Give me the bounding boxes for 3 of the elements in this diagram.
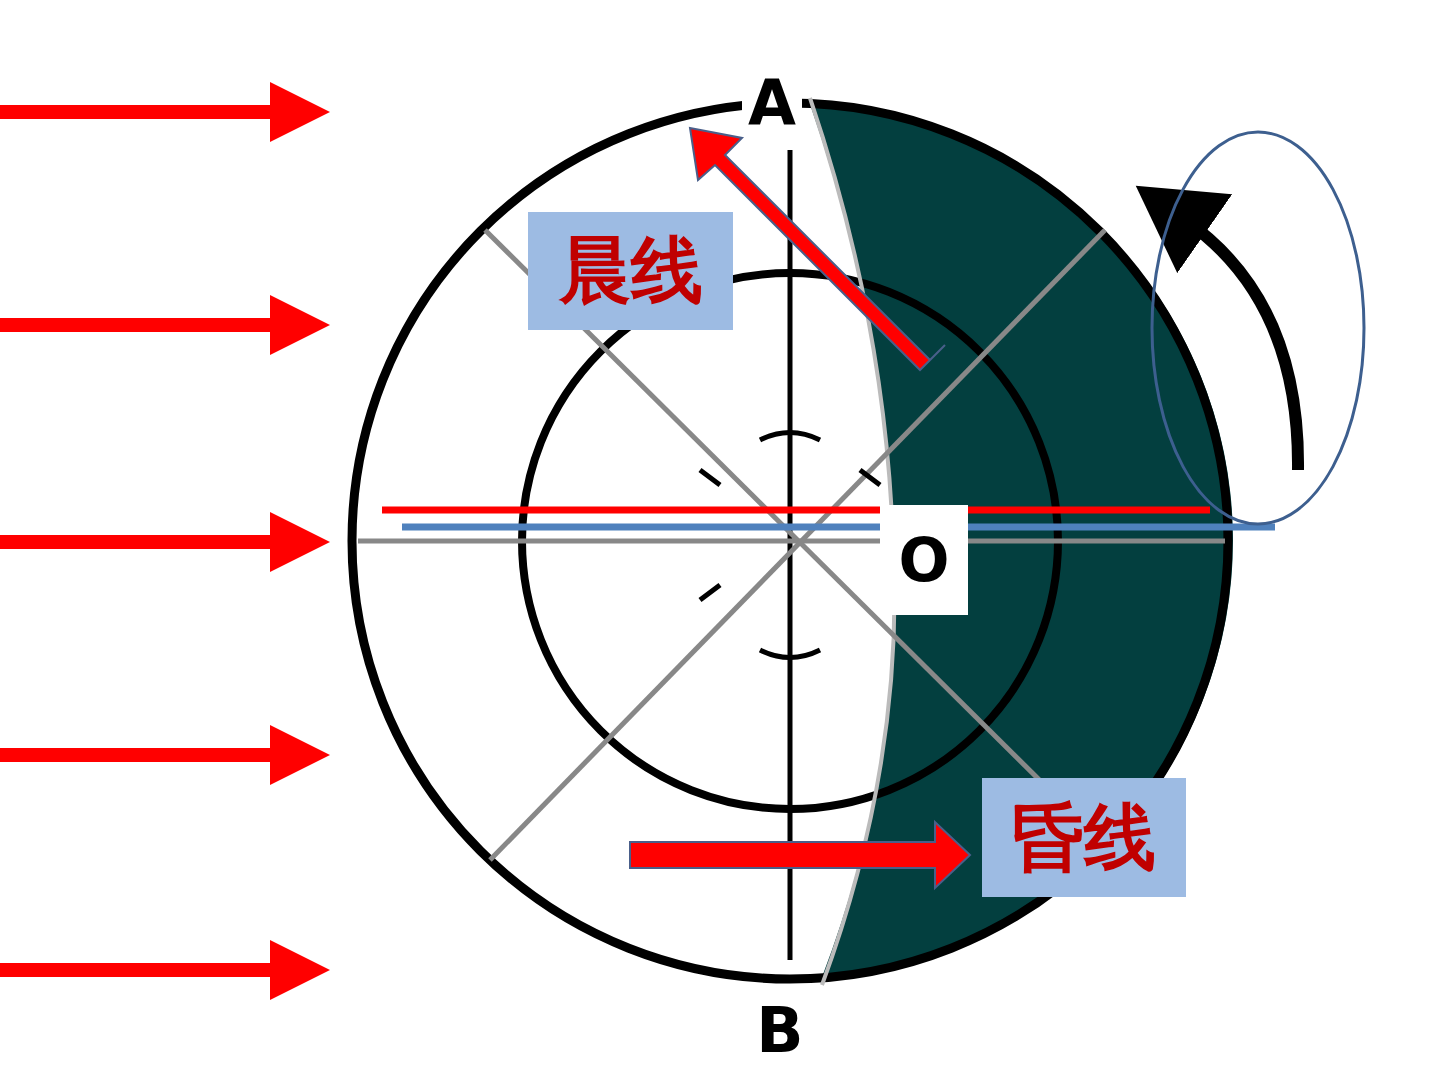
point-label: O	[880, 505, 968, 615]
terminator-label: 晨线	[528, 212, 733, 330]
terminator-label: 昏线	[982, 778, 1186, 897]
